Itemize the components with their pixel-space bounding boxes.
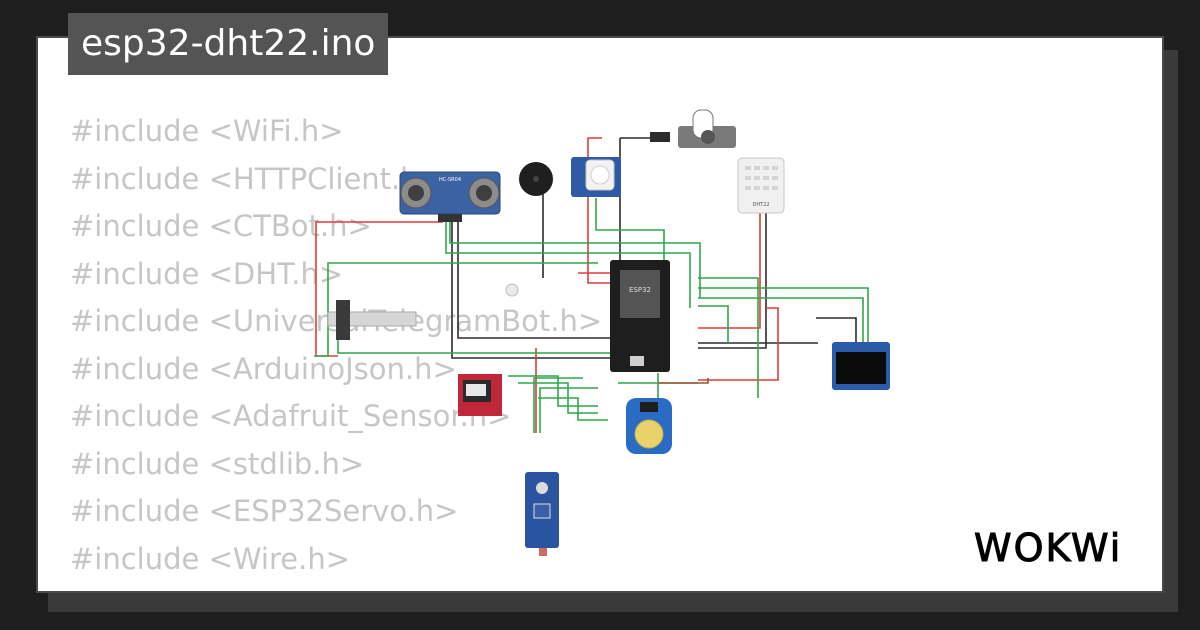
oled-display [832,342,890,390]
pir-sensor [571,157,621,197]
circuit-diagram: HC-SR04 DHT22 [314,109,890,556]
code-line: #include <DHT.h> [70,256,344,291]
code-line: #include <HTTPClient.h> [70,161,443,196]
esp32-label: ESP32 [629,286,651,294]
sd-card-module [458,374,502,416]
code-line: #include <Wire.h> [70,541,351,576]
led [505,283,519,297]
servo-motor [650,109,736,148]
file-title: esp32-dht22.ino [68,13,389,75]
code-line: #include <stdlib.h> [70,446,365,481]
preview-card: #include <WiFi.h> #include <HTTPClient.h… [36,36,1164,593]
esp32-board: ESP32 [610,260,670,372]
code-line: #include <WiFi.h> [70,114,344,148]
buzzer [519,162,553,196]
code-line: #include <ESP32Servo.h> [70,494,459,528]
code-line: #include <ArduinoJson.h> [70,351,457,386]
dht22-label: DHT22 [752,202,769,208]
wires [314,137,869,433]
slide-potentiometer [327,300,417,340]
rtc-module [626,398,672,454]
dht22-sensor: DHT22 [737,157,785,214]
code-line: #include <Adafruit_Sensor.h> [70,399,512,433]
wokwi-logo-text: WOKWi [974,527,1122,569]
code-background: #include <WiFi.h> #include <HTTPClient.h… [70,108,602,591]
ultrasonic-label: HC-SR04 [439,177,461,183]
code-line: #include <SD.h> [70,583,602,591]
ldr-sensor-module [525,472,559,556]
ultrasonic-sensor: HC-SR04 [399,171,501,222]
wokwi-logo: WOKWi [974,527,1122,569]
code-line: #include <CTBot.h> [70,209,372,243]
